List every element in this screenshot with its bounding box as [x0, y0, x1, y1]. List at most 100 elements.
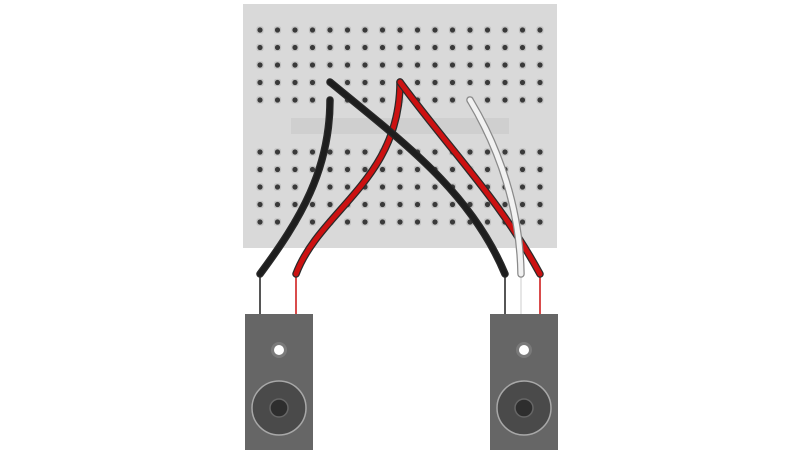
left-module-jack-inner — [269, 398, 289, 418]
breadboard-hole — [309, 219, 316, 225]
breadboard-hole — [379, 97, 386, 103]
breadboard-hole — [362, 79, 368, 86]
breadboard-hole — [537, 166, 543, 173]
breadboard-hole — [484, 27, 491, 33]
right-module-led-center — [519, 345, 529, 355]
breadboard-hole — [414, 79, 421, 86]
breadboard-hole — [519, 201, 526, 208]
breadboard-hole — [344, 166, 351, 173]
breadboard-hole — [467, 27, 473, 33]
breadboard-hole — [379, 79, 386, 86]
breadboard-hole — [397, 166, 403, 173]
breadboard-hole — [414, 27, 421, 33]
breadboard-hole — [537, 97, 543, 103]
breadboard-hole — [432, 27, 438, 33]
breadboard-hole — [274, 62, 281, 68]
white-wire-right — [466, 96, 525, 278]
breadboard-hole — [519, 44, 526, 51]
breadboard-hole — [467, 44, 473, 51]
breadboard-hole — [537, 62, 543, 68]
breadboard-hole — [519, 79, 526, 86]
breadboard-hole — [397, 27, 403, 33]
breadboard-hole — [449, 62, 456, 68]
breadboard-hole — [327, 62, 333, 68]
breadboard-hole — [414, 219, 421, 225]
breadboard-hole — [274, 27, 281, 33]
breadboard-hole — [432, 79, 438, 86]
breadboard-hole — [379, 27, 386, 33]
breadboard-hole — [449, 97, 456, 103]
breadboard-hole — [519, 62, 526, 68]
breadboard-hole — [274, 79, 281, 86]
breadboard-hole — [379, 201, 386, 208]
breadboard-hole — [274, 44, 281, 51]
breadboard-hole — [484, 79, 491, 86]
breadboard-hole — [292, 62, 298, 68]
breadboard-hole — [327, 44, 333, 51]
breadboard-hole — [484, 44, 491, 51]
breadboard-hole — [344, 149, 351, 155]
left-module-led-center — [274, 345, 284, 355]
breadboard-hole — [257, 79, 263, 86]
breadboard-hole — [449, 79, 456, 86]
breadboard-hole — [519, 27, 526, 33]
breadboard-hole — [344, 79, 351, 86]
breadboard-hole — [257, 219, 263, 225]
breadboard-hole — [484, 201, 491, 208]
breadboard-hole — [292, 79, 298, 86]
breadboard-hole — [292, 184, 298, 190]
breadboard-hole — [362, 27, 368, 33]
breadboard-hole — [362, 166, 368, 173]
breadboard-hole — [432, 201, 438, 208]
breadboard-hole — [274, 149, 281, 155]
breadboard-hole — [362, 97, 368, 103]
breadboard-hole — [484, 149, 491, 155]
breadboard-hole — [344, 62, 351, 68]
breadboard-hole — [519, 219, 526, 225]
breadboard-hole — [502, 79, 508, 86]
breadboard-hole — [274, 184, 281, 190]
breadboard-hole — [309, 97, 316, 103]
breadboard-hole — [379, 184, 386, 190]
breadboard-hole — [344, 27, 351, 33]
breadboard-hole — [502, 97, 508, 103]
breadboard-hole — [362, 44, 368, 51]
component-leads — [259, 274, 541, 314]
breadboard-hole — [432, 97, 438, 103]
red-wire-right — [396, 78, 544, 278]
breadboard-hole — [257, 27, 263, 33]
breadboard-hole — [484, 166, 491, 173]
breadboard-hole — [432, 62, 438, 68]
breadboard-hole — [414, 184, 421, 190]
breadboard-hole — [257, 44, 263, 51]
breadboard-hole — [449, 27, 456, 33]
breadboard-hole — [502, 62, 508, 68]
breadboard-hole — [362, 62, 368, 68]
breadboard-hole — [414, 44, 421, 51]
breadboard-hole — [327, 166, 333, 173]
breadboard-hole — [397, 201, 403, 208]
breadboard-hole — [414, 166, 421, 173]
wires — [256, 78, 544, 278]
breadboard-hole — [432, 44, 438, 51]
breadboard-hole — [327, 201, 333, 208]
breadboard-hole — [467, 184, 473, 190]
breadboard-hole — [327, 149, 333, 155]
breadboard-hole — [537, 149, 543, 155]
breadboard-hole — [484, 219, 491, 225]
breadboard-hole — [292, 166, 298, 173]
breadboard-hole — [257, 201, 263, 208]
breadboard-hole — [467, 62, 473, 68]
breadboard-hole — [257, 149, 263, 155]
breadboard-hole — [467, 149, 473, 155]
breadboard-hole — [537, 79, 543, 86]
black-wire-cross — [326, 78, 509, 278]
breadboard-hole — [397, 149, 403, 155]
breadboard-hole — [292, 44, 298, 51]
breadboard-hole — [484, 97, 491, 103]
breadboard-hole — [502, 44, 508, 51]
breadboard-hole — [519, 97, 526, 103]
breadboard-hole — [274, 97, 281, 103]
right-module-jack-inner — [514, 398, 534, 418]
